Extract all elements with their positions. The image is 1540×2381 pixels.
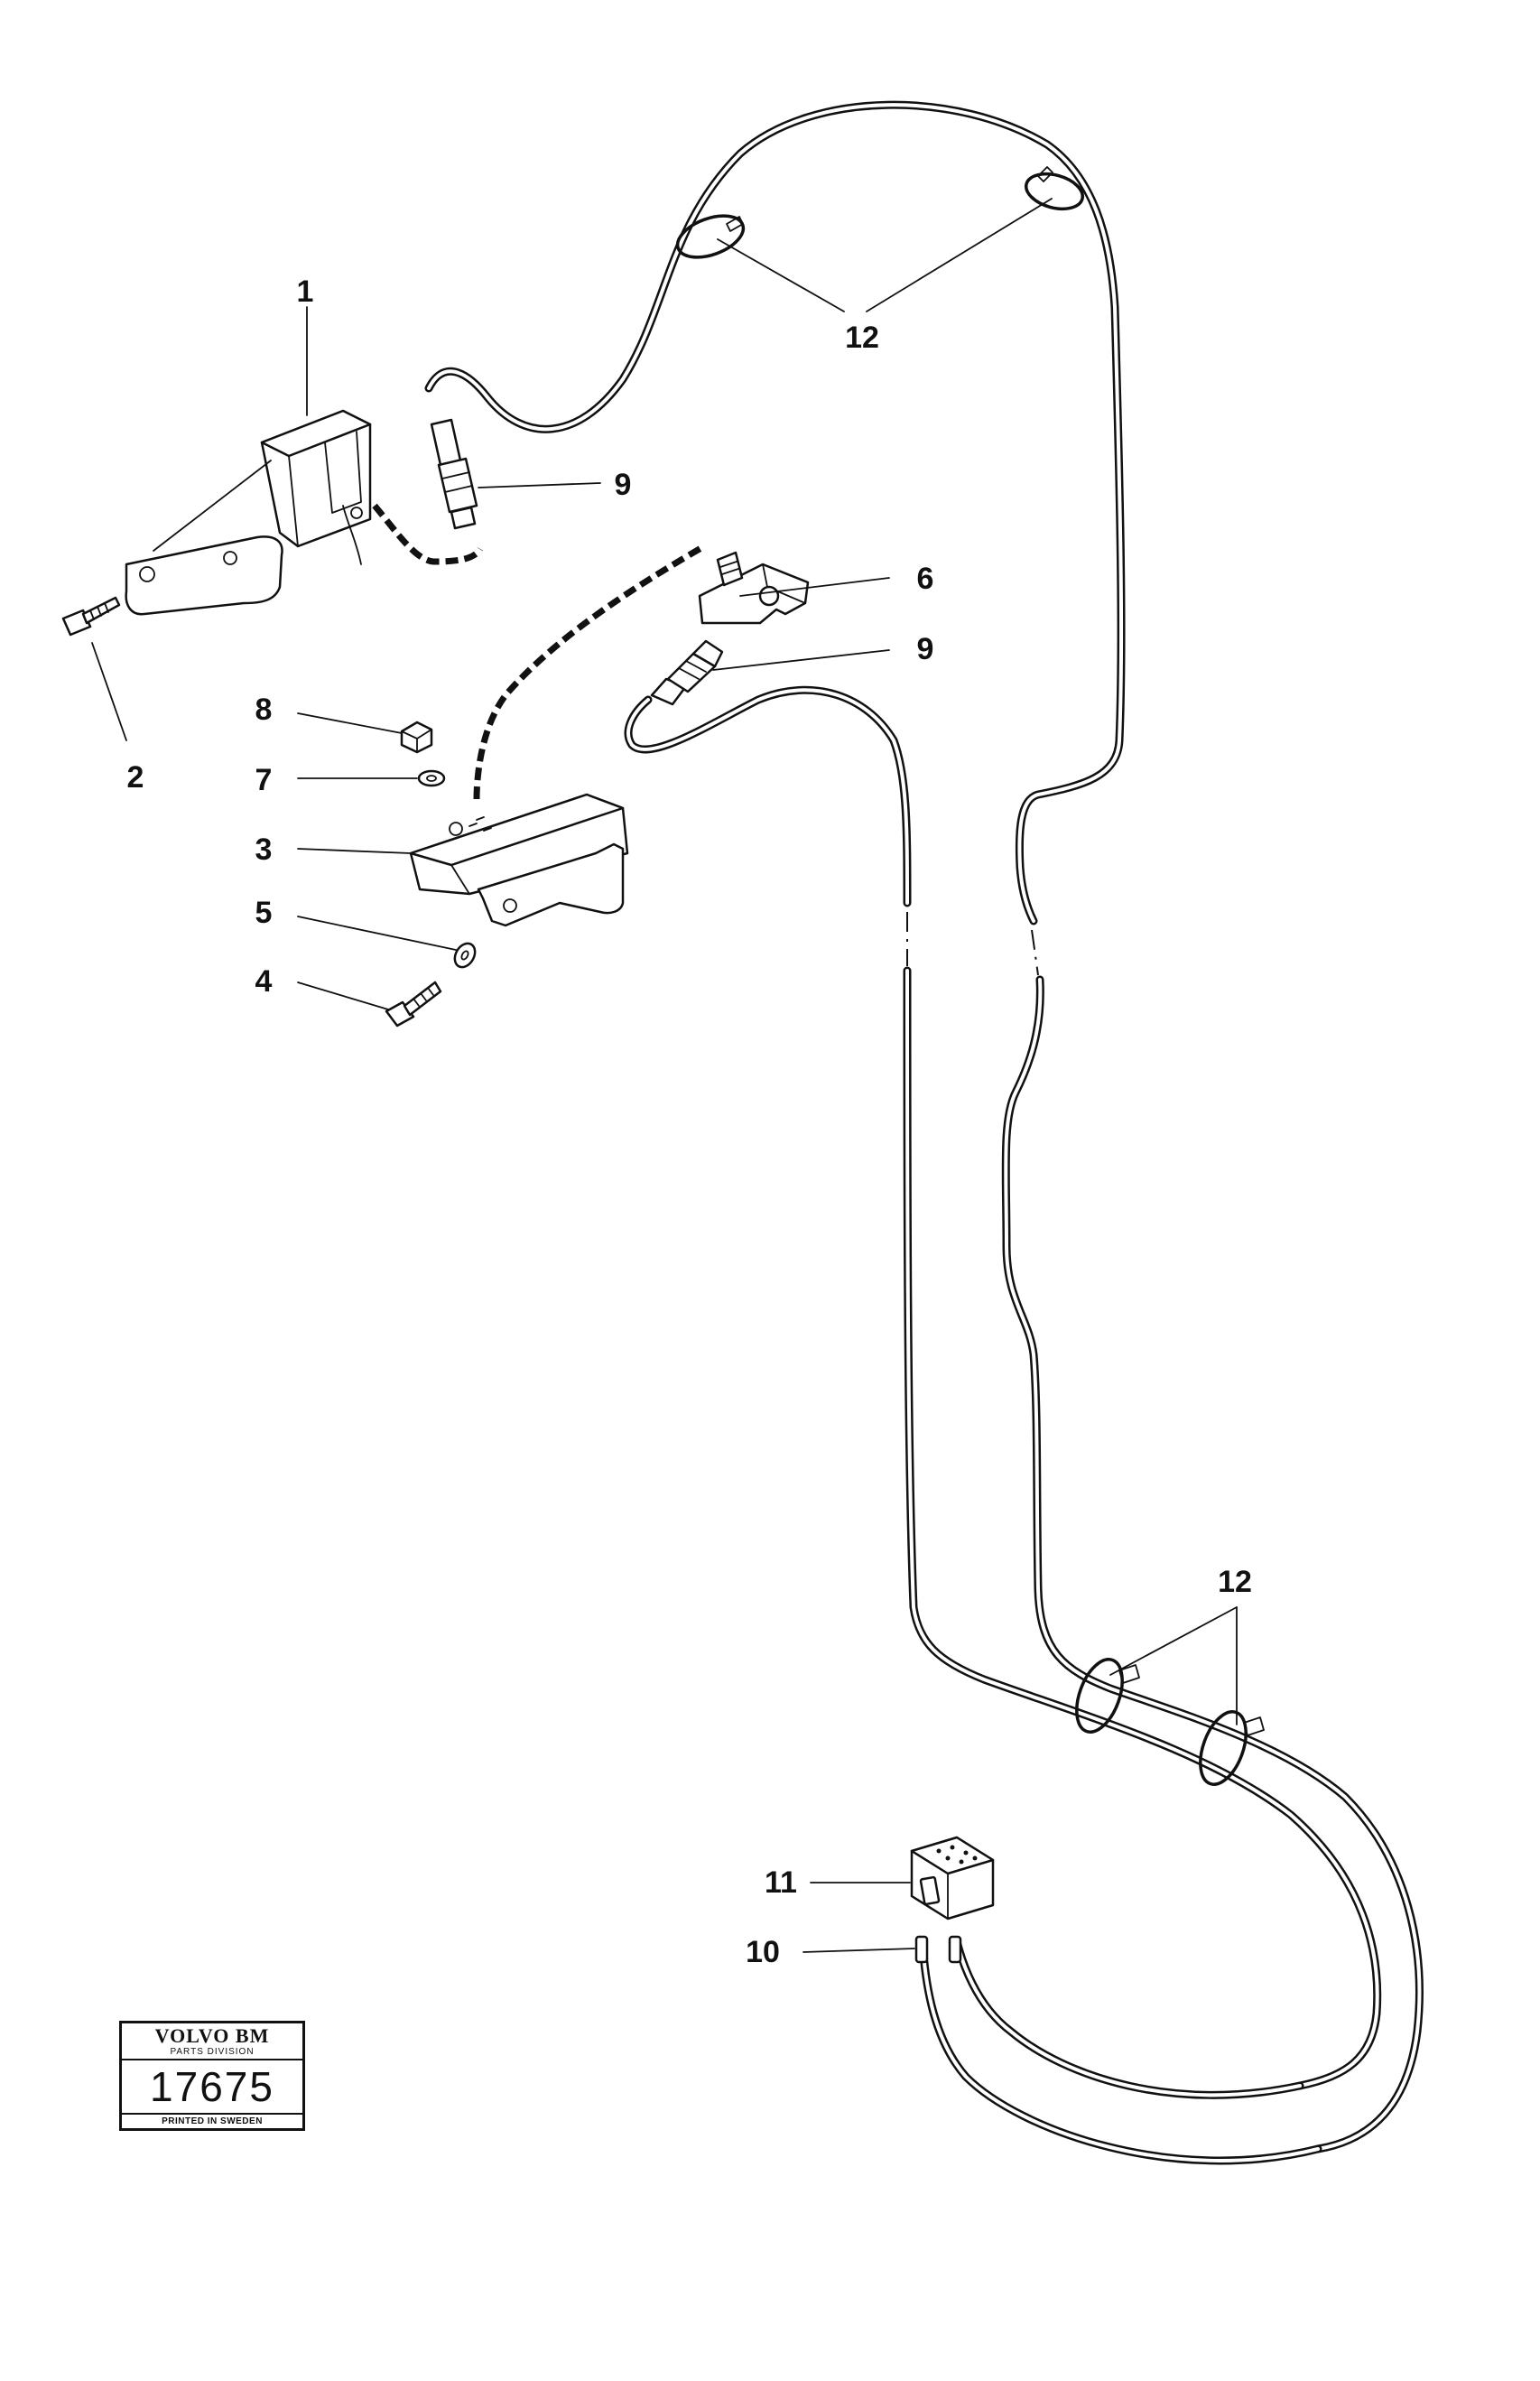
- stamp-division: PARTS DIVISION: [122, 2047, 302, 2060]
- cable-to-connector: [918, 1937, 1322, 2165]
- callout-7: 7: [255, 763, 273, 797]
- part-1-bracket: [125, 409, 372, 616]
- part-3-bracket: [409, 793, 629, 927]
- part-10-terminals: [914, 1935, 962, 1964]
- part-8-nut: [400, 721, 433, 754]
- dashed-wire-1: [372, 503, 484, 565]
- cable-tie-upper-right: [1024, 166, 1085, 211]
- callout-11: 11: [765, 1865, 797, 1900]
- part-6-bracket: [698, 551, 810, 625]
- part-5-washer: [453, 942, 477, 969]
- break-line: [1031, 929, 1039, 976]
- cable-tie-upper-left: [675, 214, 746, 259]
- sensor-cable-second-upper: [624, 685, 912, 907]
- part-2-screw: [61, 596, 121, 637]
- cable-tie-lower-left: [1075, 1658, 1140, 1734]
- callout-9-upper: 9: [615, 468, 632, 502]
- callout-9-lower: 9: [917, 632, 934, 666]
- sensor-cable-second-lower: [903, 966, 1382, 2090]
- part-4-bolt: [385, 981, 442, 1028]
- callout-labels: 1 2 3 4 5 6 7 8 9 9 10 11 12 12: [127, 274, 1252, 1969]
- callout-3: 3: [255, 832, 273, 867]
- callout-12-lower: 12: [1218, 1565, 1252, 1599]
- part-11-connector: [910, 1836, 995, 1921]
- publisher-stamp: VOLVO BM PARTS DIVISION 17675 PRINTED IN…: [119, 2021, 305, 2131]
- callout-2: 2: [127, 760, 144, 795]
- stamp-printed-in: PRINTED IN SWEDEN: [162, 2116, 263, 2126]
- callout-6: 6: [917, 562, 934, 596]
- callout-10: 10: [746, 1935, 780, 1969]
- callout-12-upper: 12: [845, 321, 879, 355]
- part-9-sensor-lower: [650, 639, 724, 706]
- callout-4: 4: [255, 964, 273, 999]
- callout-8: 8: [255, 693, 273, 727]
- dashed-wire-2: [473, 543, 706, 800]
- callout-5: 5: [255, 896, 273, 930]
- leader-lines: [91, 198, 1238, 1953]
- callout-1: 1: [297, 274, 314, 309]
- sensor-cable-upper: [424, 100, 1126, 925]
- stamp-brand: VOLVO BM: [154, 2024, 270, 2047]
- part-7-washer: [417, 769, 446, 787]
- part-9-sensor-upper: [430, 418, 478, 530]
- stamp-illustration-number: 17675: [122, 2060, 302, 2115]
- sensor-cable-lower-right: [1001, 975, 1424, 2153]
